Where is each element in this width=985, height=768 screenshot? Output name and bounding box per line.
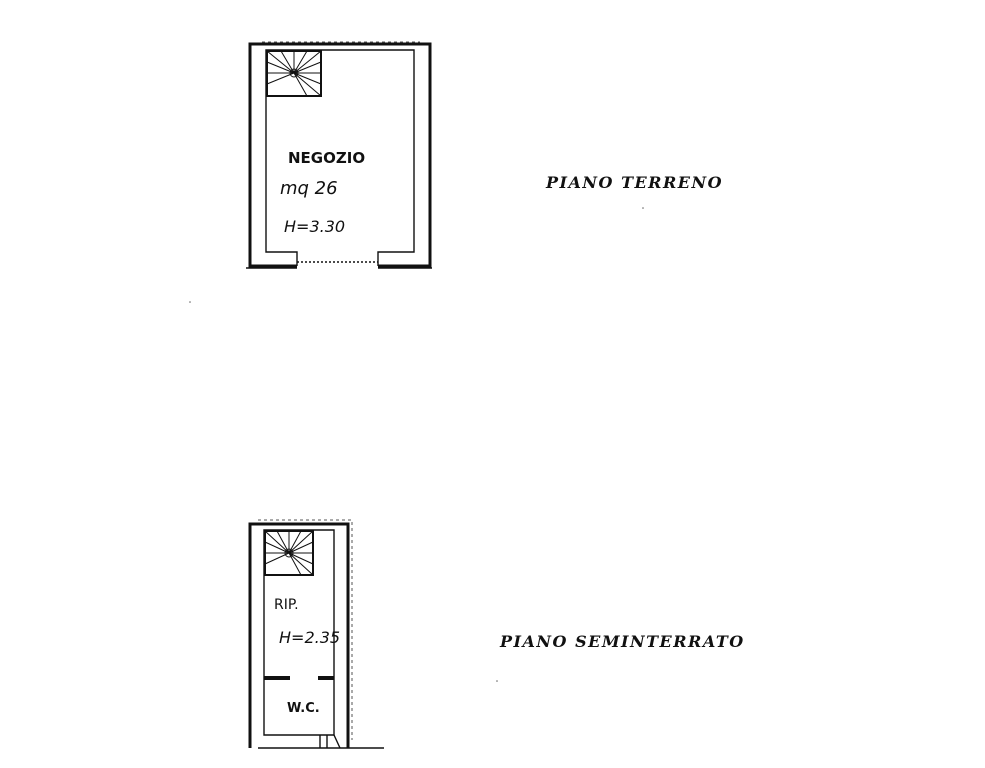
ground-floor-title: PIANO TERRENO — [545, 173, 723, 192]
outer-wall — [248, 42, 432, 268]
scan-speck — [642, 207, 644, 209]
basement-title: PIANO SEMINTERRATO — [499, 632, 745, 651]
basement-outer-wall — [248, 522, 350, 748]
access-steps — [319, 734, 341, 749]
scan-speck — [496, 680, 498, 682]
wc-label: W.C. — [287, 701, 320, 716]
ground-floor-plan: NEGOZIO mq 26 H=3.30 — [246, 41, 432, 269]
inner-wall — [265, 49, 415, 266]
spiral-staircase-icon — [266, 50, 322, 97]
storage-height-label: H=2.35 — [279, 628, 340, 647]
scan-speck — [189, 301, 191, 303]
room-area-label: mq 26 — [280, 178, 338, 199]
storage-room-label: RIP. — [274, 597, 299, 613]
basement-inner-wall — [263, 529, 335, 736]
room-name-label: NEGOZIO — [288, 149, 365, 167]
basement-spiral-staircase-icon — [264, 530, 314, 576]
basement-boundary-line — [258, 519, 353, 740]
basement-plan: RIP. H=2.35 W.C. — [248, 519, 384, 749]
room-height-label: H=3.30 — [284, 217, 345, 236]
